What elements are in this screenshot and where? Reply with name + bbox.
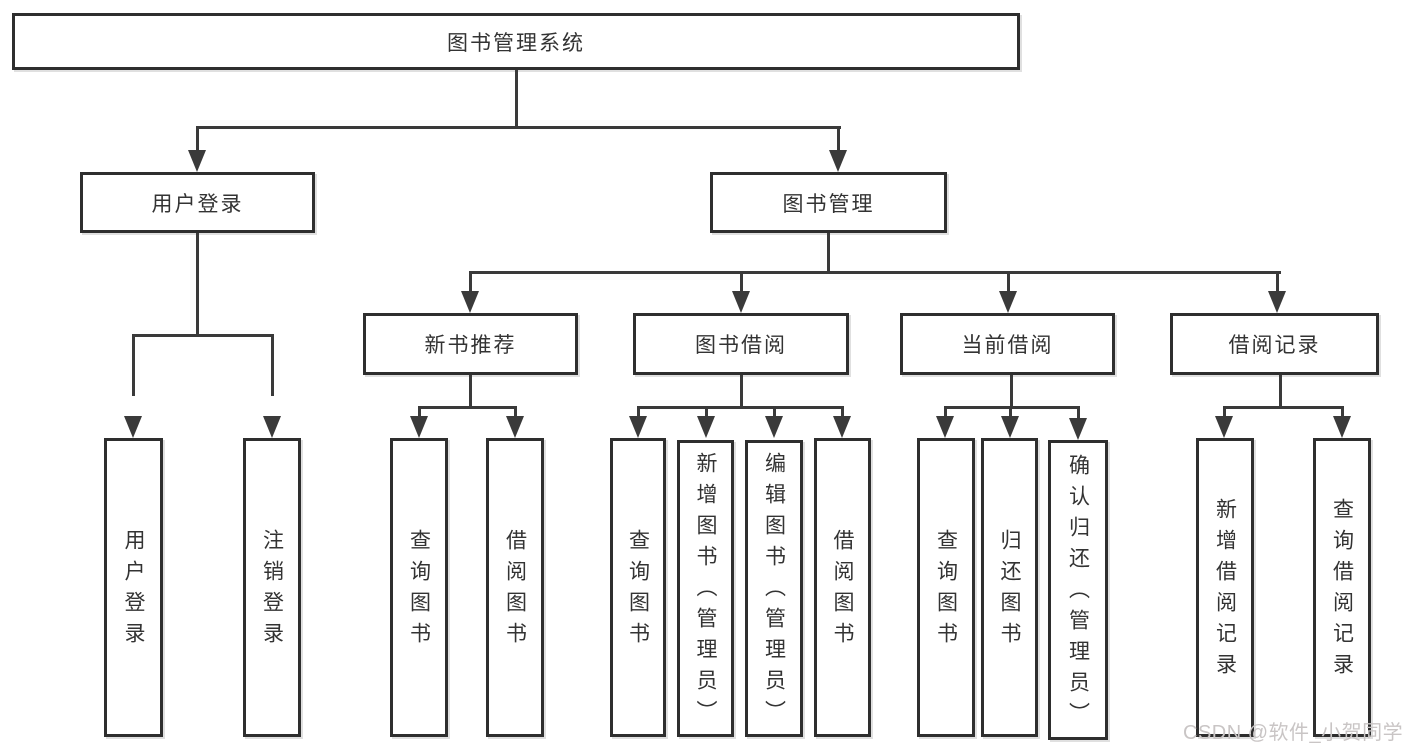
connector-line bbox=[1010, 375, 1013, 408]
connector-line bbox=[469, 271, 1281, 274]
node-book-borrowing: 图书借阅 bbox=[633, 313, 849, 375]
arrow-down bbox=[263, 416, 281, 438]
connector-line bbox=[196, 126, 841, 129]
connector-line bbox=[514, 406, 517, 416]
node-user-login: 用户登录 bbox=[80, 172, 315, 233]
connector-line bbox=[740, 375, 743, 408]
connector-line bbox=[1223, 406, 1226, 416]
node-root: 图书管理系统 bbox=[12, 13, 1020, 70]
leaf-query-books-2: 查询图书 bbox=[610, 438, 666, 737]
connector-line bbox=[705, 406, 708, 416]
connector-line bbox=[132, 334, 135, 396]
node-borrow-records: 借阅记录 bbox=[1170, 313, 1379, 375]
connector-line bbox=[418, 406, 517, 409]
connector-line bbox=[637, 406, 843, 409]
connector-line bbox=[469, 271, 472, 291]
arrow-down bbox=[506, 416, 524, 438]
leaf-query-borrow-record: 查询借阅记录 bbox=[1313, 438, 1371, 737]
leaf-add-book-admin: 新增图书（管理员） bbox=[677, 440, 734, 737]
connector-line bbox=[944, 406, 947, 416]
connector-line bbox=[132, 334, 274, 337]
leaf-logout: 注销登录 bbox=[243, 438, 301, 737]
leaf-borrow-books-2: 借阅图书 bbox=[814, 438, 871, 737]
arrow-down bbox=[765, 416, 783, 438]
leaf-borrow-books-1: 借阅图书 bbox=[486, 438, 544, 737]
connector-line bbox=[837, 126, 840, 152]
arrow-down bbox=[410, 416, 428, 438]
connector-line bbox=[1341, 406, 1344, 416]
connector-line bbox=[1007, 271, 1010, 291]
connector-line bbox=[1279, 375, 1282, 408]
connector-line bbox=[1276, 271, 1279, 291]
arrow-down bbox=[1001, 416, 1019, 438]
arrow-down bbox=[833, 416, 851, 438]
connector-line bbox=[271, 334, 274, 396]
arrow-down bbox=[188, 150, 206, 172]
leaf-add-borrow-record: 新增借阅记录 bbox=[1196, 438, 1254, 737]
node-current-borrowing: 当前借阅 bbox=[900, 313, 1115, 375]
arrow-down bbox=[629, 416, 647, 438]
connector-line bbox=[1009, 406, 1012, 416]
leaf-confirm-return-admin: 确认归还（管理员） bbox=[1048, 440, 1108, 740]
connector-line bbox=[515, 70, 518, 128]
connector-line bbox=[637, 406, 640, 416]
connector-line bbox=[773, 406, 776, 416]
leaf-query-books-3: 查询图书 bbox=[917, 438, 975, 737]
arrow-down bbox=[461, 291, 479, 313]
connector-line bbox=[841, 406, 844, 416]
arrow-down bbox=[1069, 418, 1087, 440]
connector-line bbox=[1077, 406, 1080, 418]
connector-line bbox=[418, 406, 421, 416]
arrow-down bbox=[936, 416, 954, 438]
leaf-query-books-1: 查询图书 bbox=[390, 438, 448, 737]
connector-line bbox=[196, 126, 199, 152]
connector-line bbox=[827, 233, 830, 273]
arrow-down bbox=[999, 291, 1017, 313]
node-book-management: 图书管理 bbox=[710, 172, 947, 233]
connector-line bbox=[740, 271, 743, 291]
arrow-down bbox=[1333, 416, 1351, 438]
connector-line bbox=[469, 375, 472, 408]
leaf-user-login: 用户登录 bbox=[104, 438, 163, 737]
node-new-book-recommend: 新书推荐 bbox=[363, 313, 578, 375]
csdn-watermark: CSDN @软件_小贺同学 bbox=[1183, 722, 1404, 744]
connector-line bbox=[196, 233, 199, 336]
arrow-down bbox=[732, 291, 750, 313]
arrow-down bbox=[697, 416, 715, 438]
arrow-down bbox=[124, 416, 142, 438]
leaf-edit-book-admin: 编辑图书（管理员） bbox=[745, 440, 803, 737]
arrow-down bbox=[1268, 291, 1286, 313]
leaf-return-books: 归还图书 bbox=[981, 438, 1038, 737]
arrow-down bbox=[829, 150, 847, 172]
connector-line bbox=[1223, 406, 1343, 409]
arrow-down bbox=[1215, 416, 1233, 438]
